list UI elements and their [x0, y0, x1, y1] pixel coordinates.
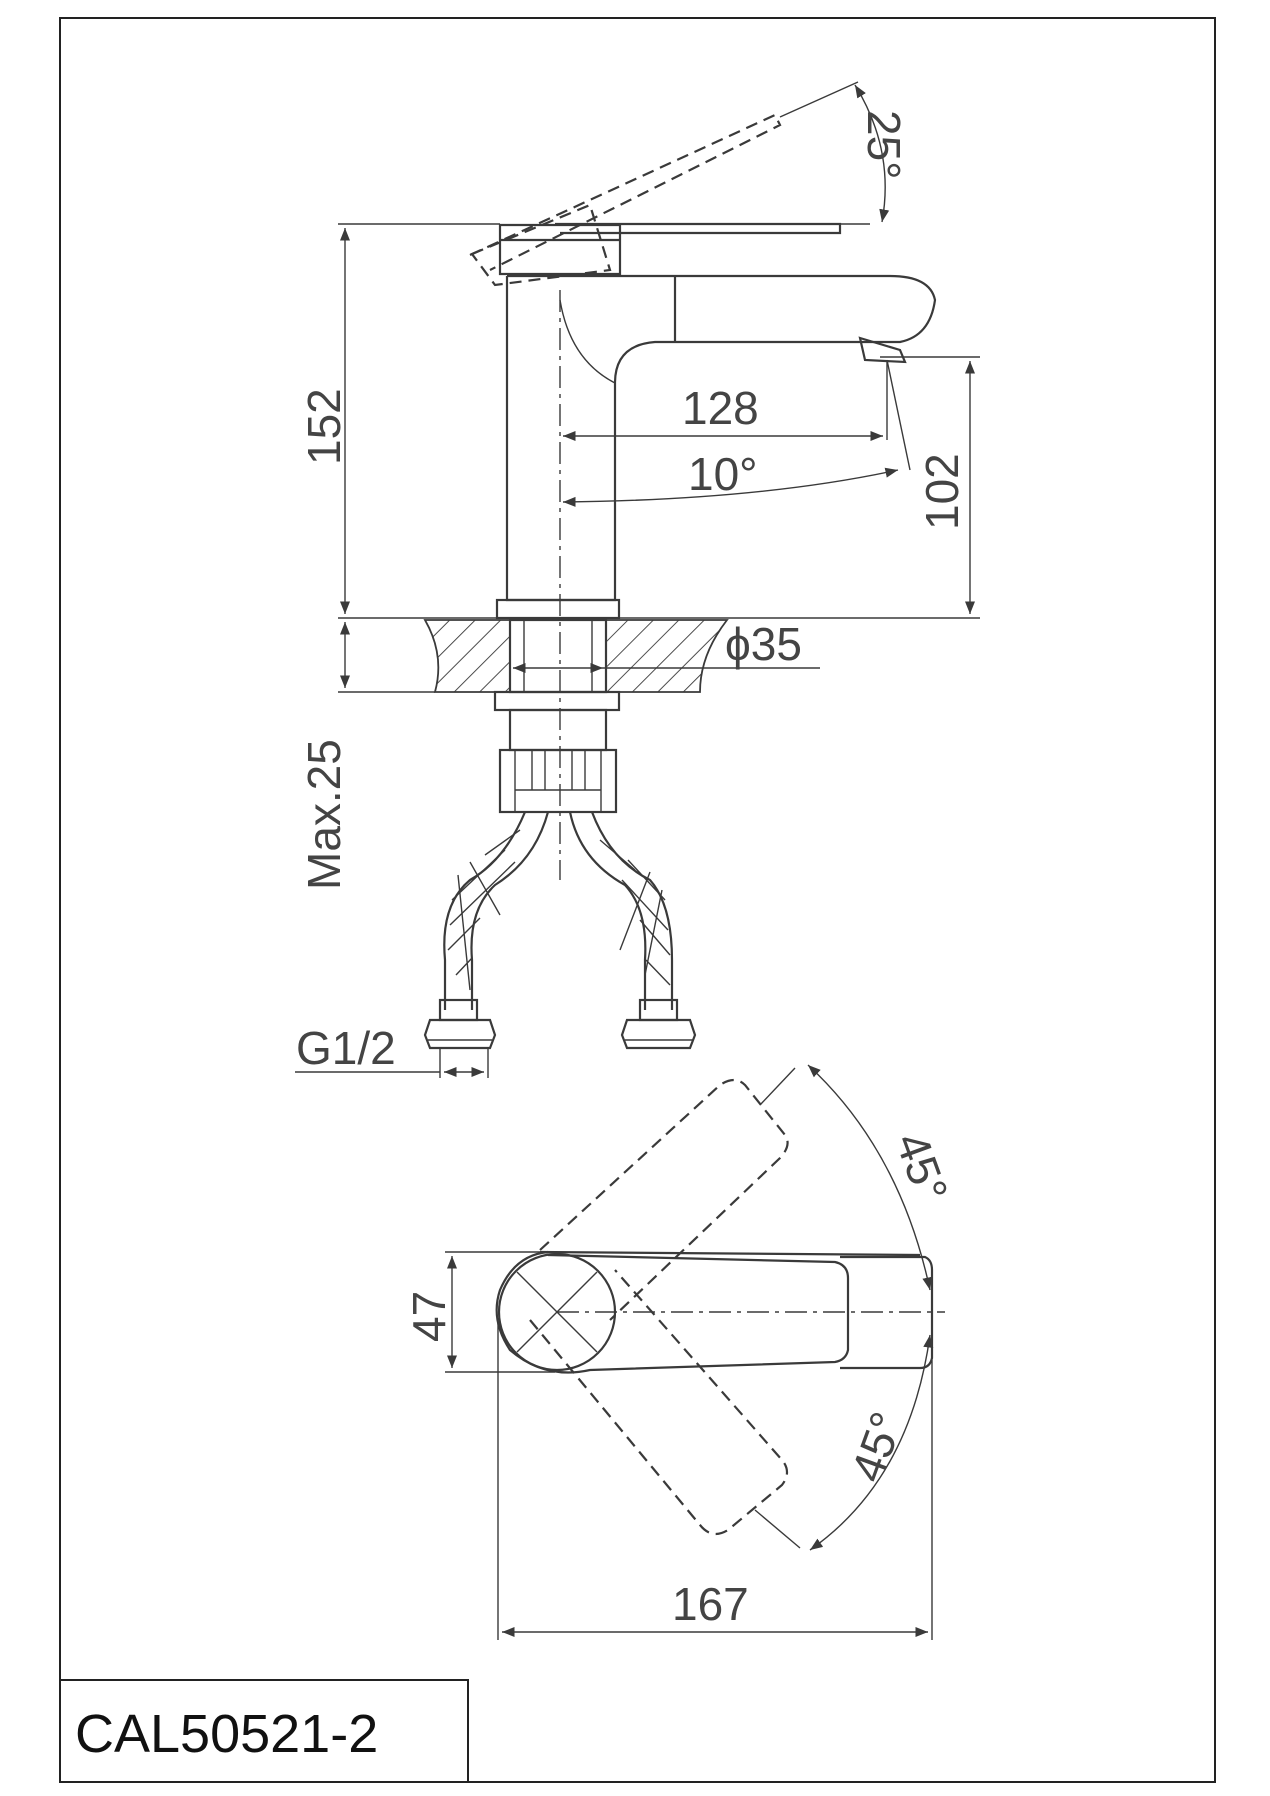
dim-lever-angle: 25°: [858, 110, 910, 180]
side-view: 25° 152 128 10° 102 ϕ35 Max.25 G1/2: [295, 81, 980, 1078]
drawing-border: [59, 17, 1216, 1783]
faucet-body: [505, 274, 937, 602]
dim-spout-height: 102: [916, 453, 968, 530]
model-code: CAL50521-2: [75, 1704, 378, 1764]
rotated-handle-down: [529, 1269, 789, 1536]
lock-nut: [498, 748, 618, 814]
top-view: 47 45° 45° 167: [403, 1064, 959, 1640]
base-ring: [495, 598, 621, 620]
dim-rotation-up: 45°: [886, 1126, 959, 1209]
hose-right: [568, 811, 674, 1010]
dim-max-deck: Max.25: [298, 739, 350, 890]
hose-fitting-right: [620, 1018, 697, 1050]
raised-lever-outline: [469, 113, 782, 271]
counter-left-section: [423, 619, 511, 693]
title-block: [59, 1679, 469, 1783]
dim-total-height: 152: [298, 388, 350, 465]
dim-thread: G1/2: [296, 1022, 396, 1074]
counter-right-section: [605, 619, 729, 693]
hose-left: [443, 811, 550, 1010]
dim-hole-diameter: ϕ35: [725, 618, 802, 670]
aerator: [858, 336, 907, 364]
dim-spout-reach: 128: [682, 382, 759, 434]
dim-rotation-down: 45°: [841, 1405, 914, 1488]
dim-spout-angle: 10°: [688, 448, 758, 500]
mounting-nut: [493, 690, 621, 712]
hose-fitting-left: [423, 1018, 497, 1050]
dim-body-width: 47: [403, 1291, 455, 1342]
dim-total-length: 167: [672, 1578, 749, 1630]
rotated-handle-up: [539, 1078, 789, 1321]
